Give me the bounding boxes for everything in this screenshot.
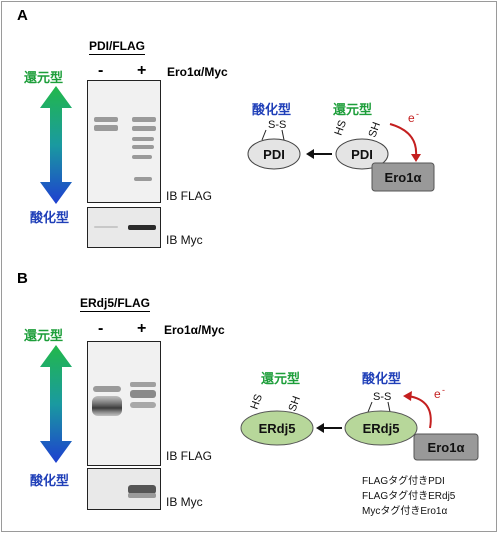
panel-b-ero-box-label: Ero1α	[428, 440, 465, 455]
panel-b-myc-blot	[87, 468, 161, 510]
panel-b-oxidized-label: 酸化型	[30, 473, 70, 488]
panel-b-electron-sup: -	[442, 385, 445, 395]
panel-b-ero-box	[413, 433, 479, 461]
panel-a-pdi-reduced	[335, 138, 389, 170]
panel-a-ero-box-label: Ero1α	[385, 170, 422, 185]
panel-a-diagram: S-S PDI HS SH PDI Ero1α e -	[247, 110, 435, 192]
panel-a-pdi-left-label: PDI	[263, 147, 285, 162]
panel-a-pdi-oxidized	[247, 138, 301, 170]
panel-b-reduced-label: 還元型	[24, 328, 64, 343]
panel-a-ero-label: Ero1α/Myc	[167, 65, 228, 79]
panel-a-construct: PDI/FLAG	[89, 39, 145, 55]
panel-a-hs-label: HS	[333, 119, 350, 137]
panel-b-gradient-arrow	[40, 345, 72, 463]
panel-a-reduced-label: 還元型	[24, 70, 64, 85]
panel-a-label: A	[17, 7, 28, 24]
panel-b-minus: -	[98, 320, 104, 337]
panel-a-diagram-oxidized: 酸化型	[252, 102, 292, 117]
panel-b-flag-blot	[87, 341, 161, 466]
panel-b-construct: ERdj5/FLAG	[80, 296, 151, 312]
panel-b-ss-label: S-S	[373, 391, 391, 403]
panel-b-label: B	[17, 270, 28, 287]
legend-item: FLAGタグ付きERdj5	[362, 491, 456, 502]
panel-b-erdj5-reduced	[240, 410, 314, 446]
panel-a-electron: e	[408, 111, 415, 125]
panel-b-ib-myc: IB Myc	[166, 495, 203, 509]
panel-b-erdj5-right-label: ERdj5	[363, 421, 400, 436]
panel-a-sh-label: SH	[367, 121, 384, 140]
panel-a-minus: -	[98, 62, 104, 79]
panel-b-diagram: HS SH ERdj5 S-S ERdj5 Ero1α e -	[240, 385, 479, 461]
legend: FLAGタグ付きPDI FLAGタグ付きERdj5 Mycタグ付きEro1α	[362, 474, 455, 519]
panel-a-ss-label: S-S	[268, 119, 286, 131]
legend-item: FLAGタグ付きPDI	[362, 476, 445, 487]
panel-b-hs-label: HS	[249, 393, 266, 411]
legend-item: Mycタグ付きEro1α	[362, 506, 448, 517]
panel-a-ib-myc: IB Myc	[166, 233, 203, 247]
panel-a-oxidized-label: 酸化型	[30, 210, 70, 225]
panel-a-flag-blot	[87, 80, 161, 203]
panel-b-diagram-reduced: 還元型	[261, 371, 301, 386]
panel-a-ero-box	[371, 162, 435, 192]
panel-a-pdi-right-label: PDI	[351, 147, 373, 162]
panel-b-sh-label: SH	[287, 395, 304, 414]
panel-a-gradient-arrow	[40, 86, 72, 204]
panel-a-plus: +	[137, 62, 147, 79]
panel-b-electron: e	[434, 387, 441, 401]
panel-a-electron-sup: -	[416, 110, 419, 119]
panel-a-diagram-reduced: 還元型	[333, 102, 373, 117]
panel-b-plus: +	[137, 320, 147, 337]
panel-b-diagram-oxidized: 酸化型	[362, 371, 402, 386]
panel-b-erdj5-oxidized	[344, 410, 418, 446]
panel-a-ib-flag: IB FLAG	[166, 189, 213, 203]
panel-a-myc-blot	[87, 207, 161, 248]
panel-b-erdj5-left-label: ERdj5	[259, 421, 296, 436]
panel-b-ib-flag: IB FLAG	[166, 449, 213, 463]
panel-b-ero-label: Ero1α/Myc	[164, 323, 225, 337]
